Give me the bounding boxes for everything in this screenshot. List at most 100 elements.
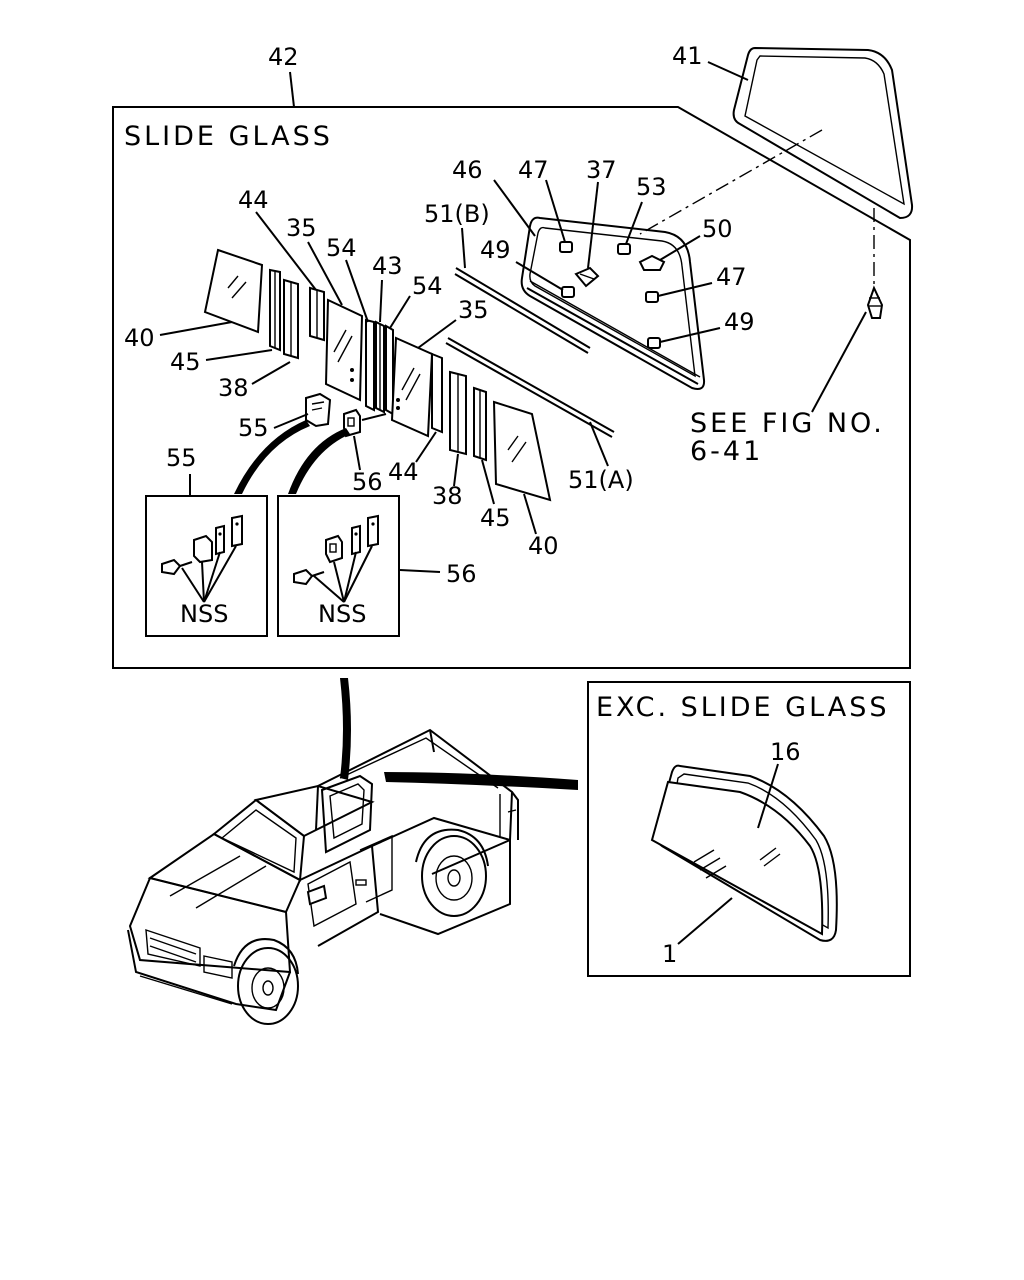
callout-44b: 44	[388, 458, 419, 486]
part-1-glass	[650, 780, 824, 936]
part-46-window-frame	[520, 216, 706, 390]
callout-53: 53	[636, 173, 667, 201]
detail-55-parts	[161, 514, 243, 576]
see-fig-text: SEE FIG NO.	[690, 408, 885, 439]
truck-arrow-exc-slide-glass	[384, 772, 578, 790]
callout-35a: 35	[286, 214, 317, 242]
truck-arrow-slide-glass	[340, 678, 351, 780]
leader-see-fig	[811, 311, 867, 413]
detail-56-parts	[293, 514, 379, 586]
clip-fastener	[866, 285, 884, 319]
nss-leader-55-2	[201, 561, 205, 603]
callout-35b: 35	[458, 296, 489, 324]
callout-54b: 54	[412, 272, 443, 300]
part-44-channel-left	[309, 286, 325, 342]
leader-44a	[255, 211, 317, 291]
part-53-clip	[617, 243, 631, 255]
leader-47b	[657, 282, 713, 297]
leader-35b	[417, 319, 457, 349]
leader-45a	[205, 349, 273, 361]
part-16-weatherstrip	[654, 764, 838, 942]
callout-49a: 49	[480, 236, 511, 264]
leader-46	[493, 179, 536, 237]
callout-49b: 49	[724, 308, 755, 336]
see-fig-number: 6-41	[690, 436, 763, 467]
callout-45a: 45	[170, 348, 201, 376]
leader-54b	[389, 295, 411, 329]
nss-leader-55-3	[203, 551, 221, 603]
callout-42: 42	[268, 43, 299, 71]
part-40-glass-right	[492, 400, 552, 502]
leader-1	[677, 897, 733, 945]
callout-46: 46	[452, 156, 483, 184]
callout-16: 16	[770, 738, 801, 766]
part-41-weatherstrip	[732, 46, 914, 220]
detail-box-56	[277, 495, 400, 637]
part-47-clip-a	[559, 241, 573, 253]
exc-slide-glass-title: EXC. SLIDE GLASS	[596, 692, 890, 723]
leader-51b	[461, 227, 466, 269]
leader-41	[707, 61, 749, 81]
leader-56a	[353, 435, 361, 471]
callout-47a: 47	[518, 156, 549, 184]
part-50-clip	[638, 254, 666, 271]
slide-glass-frame	[112, 106, 911, 669]
part-37-screw	[574, 266, 600, 288]
leader-38a	[251, 361, 291, 385]
nss-leader-56-4	[343, 545, 373, 603]
leader-49a	[515, 261, 564, 291]
nss-label-56: NSS	[318, 600, 366, 628]
part-45-strip-right	[473, 386, 487, 462]
part-49-clip-a	[561, 286, 575, 298]
callout-40a: 40	[124, 324, 155, 352]
part-38-channel-left	[283, 278, 299, 360]
part-56-keeper	[343, 408, 361, 438]
part-35-panel-left	[324, 298, 364, 402]
leader-40a	[159, 321, 233, 336]
part-54-strip-a	[365, 318, 375, 412]
callout-56a: 56	[352, 468, 383, 496]
leader-49b	[659, 327, 721, 343]
part-49-clip-b	[647, 337, 661, 349]
leader-54a	[345, 259, 369, 323]
detail-box-55	[145, 495, 268, 637]
alignment-line-41	[639, 129, 823, 235]
leader-56b	[399, 569, 441, 573]
exc-slide-glass-frame	[587, 681, 911, 977]
leader-16	[757, 763, 779, 829]
leader-56-anchor	[361, 413, 387, 421]
nss-leader-55-1	[181, 567, 205, 603]
part-44-channel-right	[431, 352, 443, 434]
leader-40b	[523, 493, 537, 535]
pickup-truck-illustration	[127, 728, 519, 1025]
callout-38b: 38	[432, 482, 463, 510]
detail-arrow-55	[234, 420, 310, 494]
leader-38b	[453, 453, 459, 487]
nss-label-55: NSS	[180, 600, 228, 628]
callout-47b: 47	[716, 263, 747, 291]
part-40-glass-left	[203, 248, 264, 334]
callout-43: 43	[372, 252, 403, 280]
leader-37	[587, 181, 599, 269]
callout-38a: 38	[218, 374, 249, 402]
leader-47a	[545, 179, 566, 243]
nss-leader-56-2	[333, 561, 345, 603]
callout-1: 1	[662, 940, 677, 968]
part-43-strip	[375, 320, 385, 414]
part-55-latch	[305, 392, 332, 428]
leader-50	[659, 235, 701, 261]
callout-54a: 54	[326, 234, 357, 262]
callout-51b: 51(B)	[424, 200, 490, 228]
nss-leader-56-3	[343, 551, 357, 603]
callout-37: 37	[586, 156, 617, 184]
nss-leader-56-1	[313, 575, 345, 603]
detail-arrow-56	[288, 428, 350, 494]
callout-40b: 40	[528, 532, 559, 560]
callout-55b: 55	[166, 444, 197, 472]
callout-45b: 45	[480, 504, 511, 532]
callout-41: 41	[672, 42, 703, 70]
slide-glass-title: SLIDE GLASS	[124, 121, 333, 152]
callout-55a: 55	[238, 414, 269, 442]
part-47-clip-b	[645, 291, 659, 303]
